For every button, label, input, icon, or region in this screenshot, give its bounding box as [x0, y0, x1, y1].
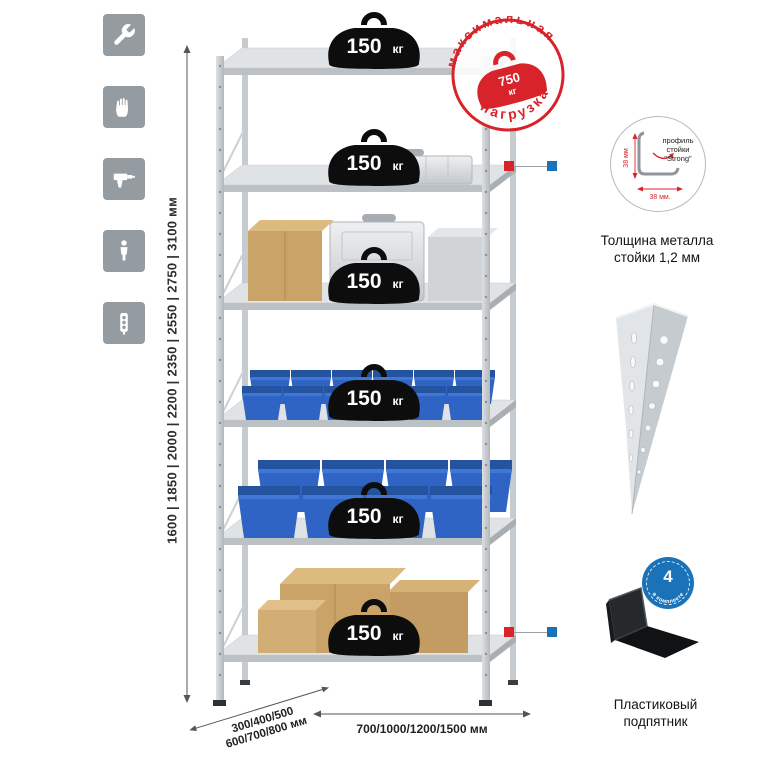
person-height-icon [103, 230, 145, 272]
svg-text:кг: кг [392, 159, 403, 173]
gloves-icon [103, 86, 145, 128]
svg-text:стойки: стойки [667, 145, 690, 154]
max-load-weight-icon: 750 кг [477, 50, 548, 109]
svg-text:750: 750 [497, 69, 522, 89]
shelf-load-badge: 150 кг [328, 132, 420, 186]
power-strip-icon [103, 302, 145, 344]
angle-post-illustration [615, 302, 689, 515]
marker-blue-top [547, 161, 557, 171]
profile-caption: Толщина металла стойки 1,2 мм [600, 233, 714, 265]
svg-text:кг: кг [392, 42, 403, 56]
foot-caption: Пластиковый подпятник [613, 697, 698, 729]
shelf-load-badge: 150 кг [328, 15, 420, 69]
marker-blue-bottom [547, 627, 557, 637]
max-load-stamp: максимальная нагрузка 750 кг [433, 0, 565, 132]
wrench-icon [103, 14, 145, 56]
back-left-post [242, 38, 248, 680]
metal-box [428, 228, 498, 301]
shelving-rack-illustration: 150 кг 150 кг 150 кг 150 кг 150 кг 150 кг [213, 10, 518, 706]
shelf-load-badge: 150 кг [328, 485, 420, 539]
svg-text:150: 150 [346, 270, 381, 293]
shelf-load-badge: 150 кг [328, 602, 420, 656]
svg-text:150: 150 [346, 152, 381, 175]
svg-text:150: 150 [346, 35, 381, 58]
svg-text:кг: кг [392, 512, 403, 526]
svg-text:кг: кг [392, 629, 403, 643]
height-dimension-line [183, 45, 191, 703]
depth-dimension-line [189, 686, 329, 732]
shelf-load-badge: 150 кг [328, 250, 420, 304]
svg-text:150: 150 [346, 505, 381, 528]
svg-text:"Strong": "Strong" [664, 154, 692, 163]
svg-text:4: 4 [663, 567, 673, 586]
marker-red-top [504, 161, 514, 171]
front-posts [213, 56, 492, 706]
plastic-foot-illustration [606, 586, 699, 658]
width-dimension-line [313, 710, 531, 718]
callout-line-bottom [509, 632, 553, 633]
post-profile-section [637, 131, 680, 176]
post-profile-callout: 38 мм 38 мм. профиль стойки "Strong" [610, 116, 706, 212]
svg-text:кг: кг [392, 277, 403, 291]
shelf-load-badge: 150 кг [328, 367, 420, 421]
cardboard-box [248, 220, 334, 301]
svg-text:38 мм.: 38 мм. [649, 194, 670, 201]
items-count-badge: 4 в комплекте [642, 557, 694, 609]
svg-text:150: 150 [346, 622, 381, 645]
svg-text:150: 150 [346, 387, 381, 410]
callout-line-top [509, 166, 553, 167]
svg-text:профиль: профиль [662, 136, 693, 145]
svg-text:кг: кг [392, 394, 403, 408]
marker-red-bottom [504, 627, 514, 637]
svg-text:38 мм: 38 мм [623, 148, 630, 168]
back-right-post [510, 38, 516, 680]
svg-text:кг: кг [507, 85, 518, 97]
depth-dimension: 300/400/500 600/700/800 мм [186, 682, 340, 761]
height-dimension-label: 1600 | 1850 | 2000 | 2200 | 2350 | 2550 … [164, 196, 180, 545]
drill-icon [103, 158, 145, 200]
width-dimension-label: 700/1000/1200/1500 мм [356, 722, 488, 736]
